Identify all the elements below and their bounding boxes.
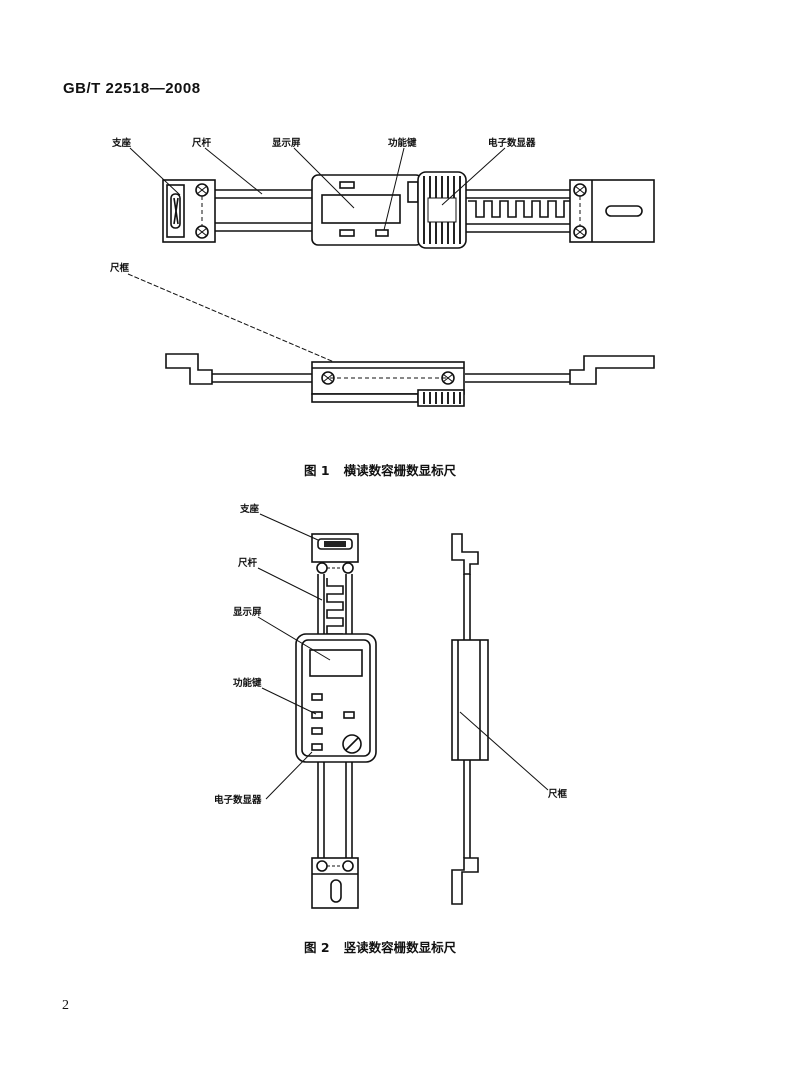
- figure2-front-view: [257, 513, 377, 909]
- fig2-label-support: 支座: [239, 503, 260, 515]
- figure2-caption-title: 竖读数容栅数显标尺: [343, 940, 457, 955]
- figure2-caption: 图 2 竖读数容栅数显标尺: [304, 937, 456, 956]
- fig1-label-readout: 电子数显器: [488, 137, 536, 149]
- standard-number: GB/T 22518—2008: [63, 80, 201, 97]
- fig1-label-support: 支座: [111, 137, 132, 149]
- page-number: 2: [62, 998, 69, 1013]
- figure1-side-view: 尺框: [110, 262, 655, 407]
- figure2-caption-number: 图 2: [304, 940, 330, 955]
- fig2-label-function-key: 功能键: [233, 677, 262, 689]
- fig1-label-display: 显示屏: [272, 138, 301, 149]
- fig1-readout-body: [311, 174, 423, 246]
- figure1-caption-title: 横读数容栅数显标尺: [343, 463, 457, 478]
- figure1-top-view: [129, 147, 655, 249]
- fig2-label-bar: 尺杆: [238, 557, 258, 569]
- figure1-caption: 图 1 横读数容栅数显标尺: [304, 460, 456, 479]
- fig2-label-frame: 尺框: [548, 788, 568, 800]
- fig1-display-screen: [321, 194, 401, 224]
- fig1-label-bar: 尺杆: [192, 137, 212, 149]
- fig2-lock-screw: [342, 734, 362, 754]
- figure1-caption-number: 图 1: [304, 463, 330, 478]
- fig2-label-display: 显示屏: [233, 607, 262, 618]
- fig1-label-frame: 尺框: [110, 262, 130, 274]
- fig1-right-support: [569, 179, 655, 243]
- fig2-readout-body: [295, 633, 377, 763]
- fig2-display-screen: [309, 649, 363, 677]
- figure2-side-view: 尺框: [451, 533, 568, 905]
- fig2-label-readout: 电子数显器: [214, 794, 262, 806]
- fig1-label-function-key: 功能键: [388, 137, 417, 149]
